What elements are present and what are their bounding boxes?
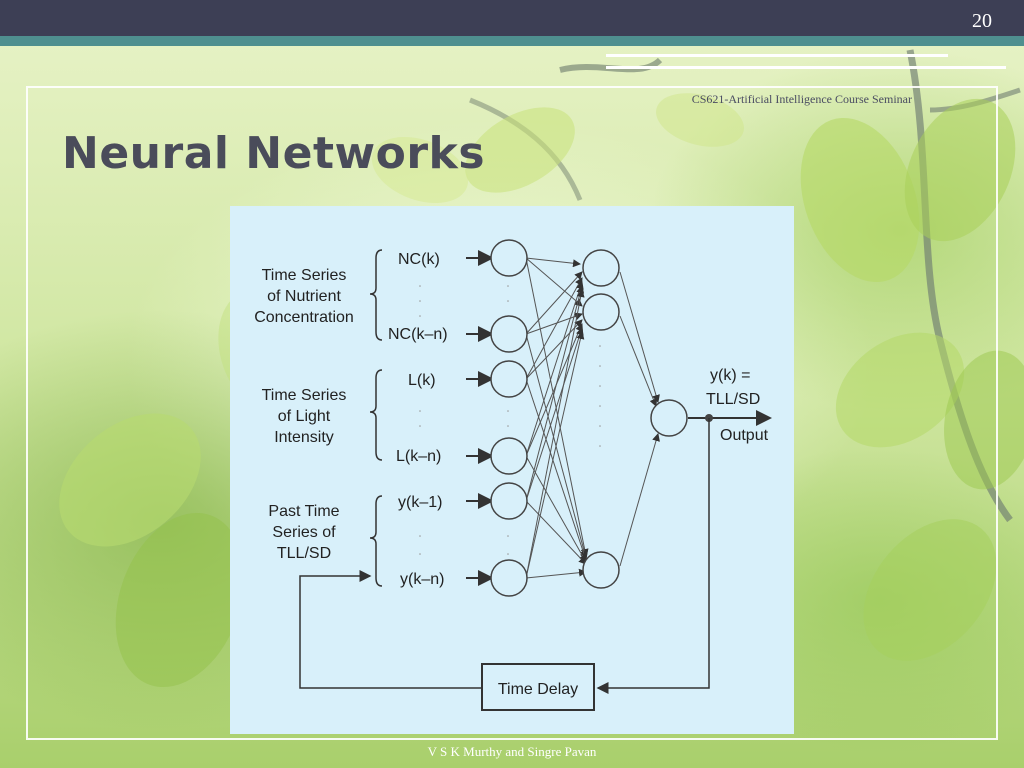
- output-text: Output: [720, 427, 769, 444]
- svg-text:Intensity: Intensity: [274, 429, 334, 446]
- input-label-3: L(k–n): [396, 448, 441, 465]
- hidden-neurons: [582, 249, 620, 589]
- input-neurons: [490, 239, 528, 597]
- course-label: CS621-Artificial Intelligence Course Sem…: [691, 92, 912, 106]
- input-label-2: L(k): [408, 372, 436, 389]
- input-label-5: y(k–n): [400, 571, 444, 588]
- group-label-nutrient: Time Series of Nutrient Concentration: [254, 267, 354, 326]
- hidden-connections: [525, 257, 589, 579]
- input-arrows: [466, 250, 494, 586]
- slide-number: 20: [972, 10, 992, 32]
- time-delay-box: [481, 663, 595, 711]
- slide-frame: [26, 86, 998, 740]
- input-label-1: NC(k–n): [388, 326, 448, 343]
- input-neuron: [490, 437, 528, 475]
- input-neuron: [490, 239, 528, 277]
- accent-bar: [0, 36, 1024, 46]
- ellipsis-dots: [419, 285, 601, 555]
- svg-text:of Nutrient: of Nutrient: [267, 288, 341, 305]
- svg-text:of Light: of Light: [278, 408, 331, 425]
- time-delay-label: Time Delay: [498, 681, 578, 698]
- svg-text:Past Time: Past Time: [268, 503, 339, 520]
- braces: [369, 249, 383, 587]
- svg-text:Time Series: Time Series: [262, 387, 347, 404]
- input-neuron: [490, 482, 528, 520]
- group-label-light: Time Series of Light Intensity: [262, 387, 347, 446]
- top-bar: [0, 0, 1024, 36]
- decorative-lines: [606, 54, 1006, 69]
- input-label-0: NC(k): [398, 251, 440, 268]
- slide-footer: V S K Murthy and Singre Pavan: [427, 744, 597, 759]
- svg-text:TLL/SD: TLL/SD: [277, 545, 331, 562]
- hidden-neuron: [582, 293, 620, 331]
- svg-text:Concentration: Concentration: [254, 309, 354, 326]
- input-neuron: [490, 559, 528, 597]
- group-label-past: Past Time Series of TLL/SD: [268, 503, 339, 562]
- output-label-line-2: TLL/SD: [706, 391, 760, 408]
- input-neuron: [490, 360, 528, 398]
- slide-title: Neural Networks: [62, 128, 486, 179]
- input-neuron: [490, 315, 528, 353]
- output-label-line-1: y(k) =: [710, 367, 750, 384]
- feedback-loop: [299, 418, 710, 694]
- hidden-neuron: [582, 249, 620, 287]
- diagram-svg: Time Series of Nutrient Concentration Ti…: [254, 239, 772, 711]
- neural-network-diagram: Time Series of Nutrient Concentration Ti…: [230, 206, 794, 734]
- hidden-neuron: [582, 551, 620, 589]
- input-label-4: y(k–1): [398, 494, 442, 511]
- svg-text:Time Series: Time Series: [262, 267, 347, 284]
- output-connections: [619, 271, 660, 567]
- svg-text:Series of: Series of: [272, 524, 336, 541]
- output-neuron: [650, 399, 688, 437]
